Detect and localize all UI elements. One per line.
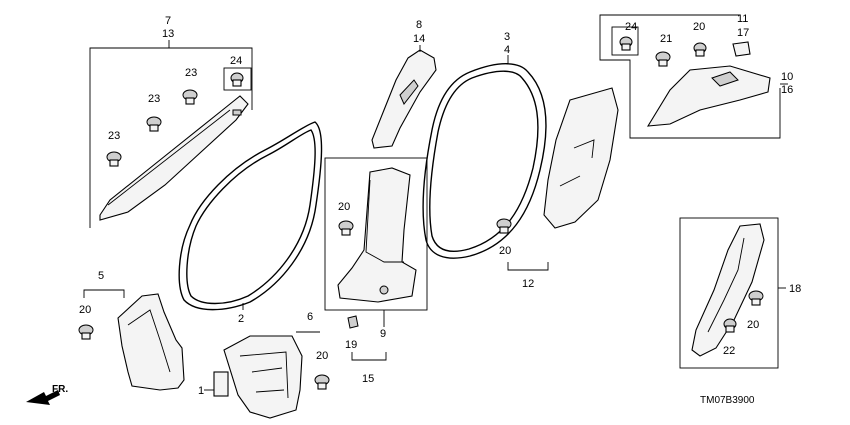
clip-23-b [146, 116, 162, 132]
pillar-garnish-a-edge [107, 109, 231, 206]
clip-20-c [338, 220, 354, 236]
label-plate-1 [213, 371, 229, 397]
pillar-garnish-a [99, 95, 249, 221]
label-2: 2 [238, 313, 244, 325]
group-7-13-bracket-right [170, 47, 253, 110]
front-direction-label: FR. [52, 384, 68, 395]
label-19: 19 [345, 339, 357, 351]
rear-pillar-lower-garnish [543, 87, 619, 229]
diagram-code: TM07B3900 [700, 395, 755, 406]
label-12: 12 [522, 278, 534, 290]
bracket-12 [507, 262, 549, 271]
bracket-5 [83, 289, 125, 298]
b-pillar-lower-garnish [337, 167, 417, 303]
label-20-b: 20 [499, 245, 511, 257]
clip-20-a [693, 42, 707, 57]
label-13: 13 [162, 28, 174, 40]
rear-side-garnish-edge [707, 237, 745, 333]
rear-pillar-upper-garnish [646, 65, 771, 127]
clip-24-b [619, 36, 633, 51]
clip-24-box [223, 67, 252, 91]
b-pillar-lower-garnish-edge [365, 179, 404, 263]
clip-23-c [182, 89, 198, 105]
label-3: 3 [504, 31, 510, 43]
bracket-15 [351, 352, 387, 361]
front-door-seal [178, 121, 323, 311]
side-sill-bracket [223, 335, 303, 419]
b-pillar-slot [399, 79, 419, 105]
label-4: 4 [504, 44, 510, 56]
group-18-box [679, 217, 779, 369]
group-7-13-bracket [89, 47, 170, 228]
label-9: 9 [380, 328, 386, 340]
front-kick-panel [117, 293, 185, 391]
label-8: 8 [416, 19, 422, 31]
clip-22 [723, 318, 737, 333]
label-20-e: 20 [316, 350, 328, 362]
rear-door-seal [422, 63, 547, 259]
rear-pillar-upper-garnish-notch [711, 71, 739, 87]
side-sill-bracket-ribs [239, 351, 289, 399]
label-22: 22 [723, 345, 735, 357]
clip-20-b [496, 218, 512, 234]
label-20-c: 20 [338, 201, 350, 213]
front-door-seal-inner [186, 129, 316, 305]
group-9-box [324, 157, 428, 311]
label-7: 7 [165, 15, 171, 27]
label-15: 15 [362, 373, 374, 385]
label-20-d: 20 [79, 304, 91, 316]
label-1: 1 [198, 385, 204, 397]
front-kick-panel-edge [127, 309, 171, 373]
label-10: 10 [781, 71, 793, 83]
label-21: 21 [660, 33, 672, 45]
b-pillar-lower-hole [379, 285, 389, 295]
label-23-c: 23 [185, 67, 197, 79]
label-11: 11 [737, 13, 748, 25]
clip-19 [347, 315, 359, 329]
pillar-garnish-a-tab [232, 109, 242, 116]
clip-20-e [314, 374, 330, 390]
clip-23-a [106, 151, 122, 167]
clip-24-b-box [611, 26, 639, 56]
label-24-a: 24 [230, 55, 242, 67]
label-24-b: 24 [625, 21, 637, 33]
clip-20-d [78, 324, 94, 340]
label-14: 14 [413, 33, 425, 45]
rear-door-seal-inner [429, 70, 539, 253]
label-5: 5 [98, 270, 104, 282]
label-17: 17 [737, 27, 749, 39]
label-18: 18 [789, 283, 801, 295]
label-16: 16 [781, 84, 793, 96]
label-20-a: 20 [693, 21, 705, 33]
group-10-16-bracket [599, 14, 781, 139]
clip-20-f [748, 290, 764, 306]
clip-24-a [230, 72, 244, 87]
label-20-f: 20 [747, 319, 759, 331]
front-direction-arrow-icon [26, 390, 60, 405]
clip-21 [655, 51, 671, 67]
cap-11-17 [732, 41, 751, 57]
label-23-b: 23 [148, 93, 160, 105]
rear-pillar-lower-garnish-detail [559, 139, 595, 187]
rear-side-garnish [691, 223, 765, 357]
label-23-a: 23 [108, 130, 120, 142]
label-6: 6 [307, 311, 313, 323]
